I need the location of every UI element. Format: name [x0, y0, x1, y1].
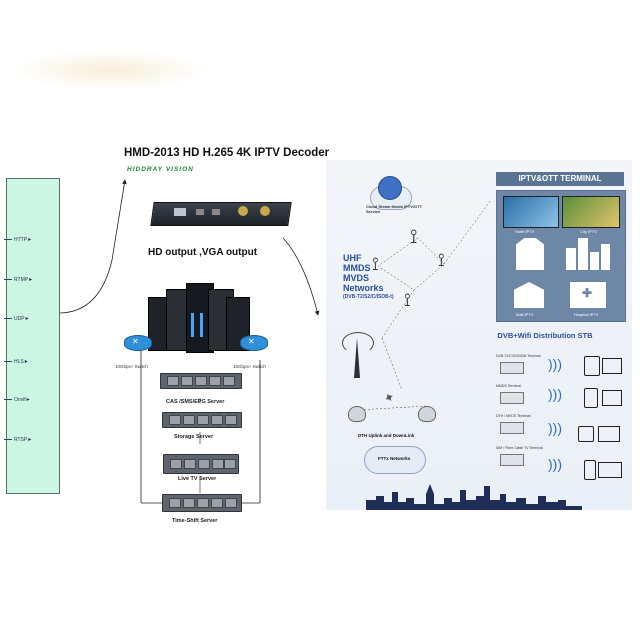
- city-buildings-icon: [566, 238, 610, 270]
- dth-label: DTH Uplink and DownLink: [358, 433, 415, 438]
- ftth-cloud: [364, 446, 426, 474]
- stb-device-icon: [500, 422, 524, 434]
- hospital-icon: [570, 282, 606, 308]
- hotel-iptv-label: Hotel IPTV: [515, 229, 535, 234]
- decoder-title: HMD-2013 HD H.265 4K IPTV Decoder: [124, 147, 330, 159]
- live-tv-server-rack: [163, 454, 239, 474]
- tv-icon: [602, 358, 622, 374]
- protocol-list: HTTP▸ RTMP▸ UDP▸ HLS▸ Onvif▸ RTSP▸: [4, 178, 58, 492]
- wifi-icon: ))): [548, 356, 562, 372]
- switch-icon: ✕: [240, 331, 268, 351]
- server-cluster-icon: [148, 283, 250, 353]
- phone-icon: [584, 388, 598, 408]
- switch-label-left: 10Gbps+ Switch: [115, 364, 148, 369]
- uhf-line-1: UHF: [343, 253, 362, 263]
- city-iptv-label: City IPTV: [580, 229, 597, 234]
- time-shift-server-label: Time-Shift Server: [172, 518, 218, 524]
- protocol-rtsp: RTSP▸: [4, 436, 31, 443]
- tablet-icon: [578, 426, 594, 442]
- tv-icon: [602, 390, 622, 406]
- uhf-subtitle: (DVB-T2/S2/C/ISDB-t): [343, 294, 394, 300]
- protocol-panel: [6, 178, 60, 494]
- iptv-terminal-title: IPTV&OTT TERMINAL: [496, 172, 624, 186]
- tablet-icon: [584, 356, 600, 376]
- storage-server-rack: [162, 412, 242, 428]
- network-link-lines: [355, 199, 492, 411]
- protocol-udp: UDP▸: [4, 315, 29, 322]
- satellite-dish-icon: [418, 406, 436, 422]
- stb-device-icon: [500, 454, 524, 466]
- tower-icon: ⟟: [410, 226, 418, 248]
- phone-icon: [584, 460, 596, 480]
- stb-terminal-label: DTH / MVDS Terminal: [496, 414, 531, 418]
- tower-icon: ⟟: [438, 250, 445, 270]
- broadcast-tower-icon: [340, 332, 376, 382]
- city-skyline: [366, 484, 582, 510]
- stb-device-icon: [500, 392, 524, 404]
- stb-device-icon: [500, 362, 524, 374]
- live-tv-server-label: Live TV Server: [178, 476, 217, 482]
- stb-terminal-label: SIM / Fiber Cable TV Terminal: [496, 446, 543, 450]
- stb-terminal-label: MMDS Terminal: [496, 384, 521, 388]
- protocol-rtmp: RTMP▸: [4, 276, 32, 283]
- protocol-http: HTTP▸: [4, 236, 31, 243]
- wifi-icon: ))): [548, 456, 562, 472]
- tower-icon: ⟟: [372, 254, 379, 274]
- cloud-icon: [364, 176, 414, 216]
- satellite-dish-icon: [348, 406, 366, 422]
- hotel-tv-image: [503, 196, 559, 228]
- stb-row: DTH / MVDS Terminal ))): [492, 414, 626, 444]
- storage-server-label: Storage Server: [174, 434, 214, 440]
- decoder-device: [150, 194, 292, 228]
- tower-icon: ⟟: [404, 290, 411, 310]
- stb-row: SIM / Fiber Cable TV Terminal ))): [492, 446, 626, 480]
- cas-server-label: CAS /SMS/EPG Server: [166, 399, 225, 405]
- stb-row: DVB-T2/C/S2/ISDB Terminal ))): [492, 354, 626, 384]
- ftth-label: FTTx Networks: [378, 456, 411, 461]
- faded-logo: [10, 50, 210, 90]
- tv-icon: [598, 426, 620, 442]
- protocol-onvif: Onvif▸: [4, 396, 30, 403]
- switch-icon: ✕: [124, 331, 152, 351]
- mall-iptv-label: Mall IPTV: [516, 312, 534, 317]
- city-tv-image: [562, 196, 620, 228]
- uhf-line-2: MMDS: [343, 263, 371, 273]
- brand-logo: HIDDRAY VISION: [127, 166, 194, 173]
- stb-row: MMDS Terminal ))): [492, 384, 626, 414]
- uhf-line-3: MVDS: [343, 273, 370, 283]
- cloud-label: Cloud Steam Media IPTV/OTT Service: [366, 204, 423, 214]
- hotel-building-icon: [516, 238, 544, 270]
- cas-server-rack: [160, 373, 242, 389]
- tv-icon: [598, 462, 622, 478]
- uhf-line-4: Networks: [343, 283, 384, 293]
- stb-title: DVB+Wifi Distribution STB: [497, 331, 593, 340]
- stb-terminal-label: DVB-T2/C/S2/ISDB Terminal: [496, 354, 541, 358]
- hospital-cross-icon: ✚: [582, 286, 593, 300]
- output-label: HD output ,VGA output: [148, 247, 258, 258]
- switch-label-right: 10Gbps+ Switch: [233, 364, 266, 369]
- wifi-icon: ))): [548, 420, 562, 436]
- time-shift-server-rack: [162, 494, 242, 512]
- wifi-icon: ))): [548, 386, 562, 402]
- protocol-hls: HLS▸: [4, 358, 28, 365]
- hospital-iptv-label: Hospital IPTV: [574, 312, 599, 317]
